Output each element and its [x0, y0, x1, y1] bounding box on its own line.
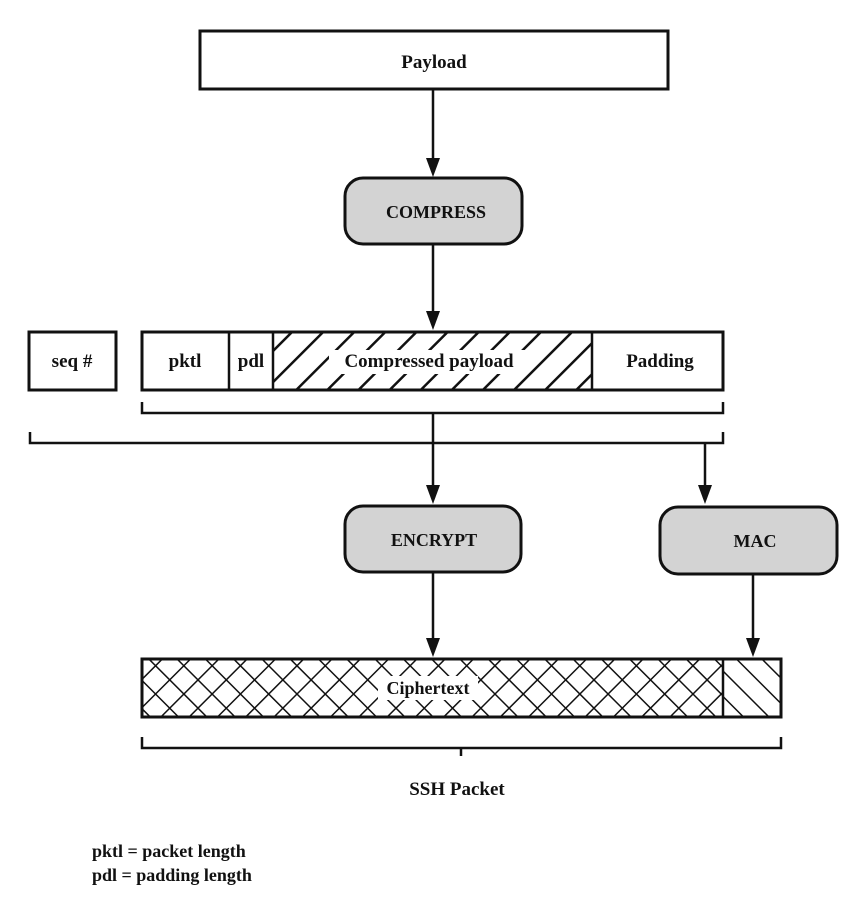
encrypt-label: ENCRYPT — [391, 530, 477, 550]
pdl-field: pdl — [238, 351, 264, 372]
ciphertext-label: Ciphertext — [387, 678, 470, 698]
arrow-to-mac — [698, 444, 712, 504]
ssh-packet-label: SSH Packet — [409, 779, 505, 800]
arrow-encrypt-to-ciphertext — [426, 573, 440, 657]
padding-field: Padding — [626, 351, 694, 372]
compressed-payload-label: Compressed payload — [344, 351, 514, 372]
mac-process: MAC — [658, 505, 839, 576]
payload-label: Payload — [401, 52, 467, 73]
ssh-packet-bar: Ciphertext — [140, 657, 783, 719]
pktl-field: pktl — [169, 351, 202, 372]
seq-packet-bracket — [28, 432, 725, 445]
legend-pdl: pdl = padding length — [92, 865, 252, 885]
packet-bracket — [140, 402, 725, 415]
compress-process: COMPRESS — [343, 176, 524, 246]
arrow-mac-to-tag — [746, 575, 760, 657]
legend-pktl: pktl = packet length — [92, 841, 246, 861]
packet-row: pktl pdl Compressed payload Padding — [140, 330, 725, 392]
ssh-packet-bracket — [140, 737, 783, 756]
compress-label: COMPRESS — [386, 202, 486, 222]
encrypt-process: ENCRYPT — [343, 504, 523, 574]
arrow-payload-to-compress — [426, 90, 440, 177]
mac-label: MAC — [734, 531, 777, 551]
payload-box: Payload — [198, 29, 670, 91]
mac-tag-field — [723, 659, 781, 717]
seq-number-box: seq # — [27, 330, 118, 392]
arrow-to-encrypt — [426, 414, 440, 504]
arrow-compress-to-packet — [426, 245, 440, 330]
seq-label: seq # — [52, 351, 93, 372]
legend: pktl = packet length pdl = padding lengt… — [92, 841, 252, 885]
